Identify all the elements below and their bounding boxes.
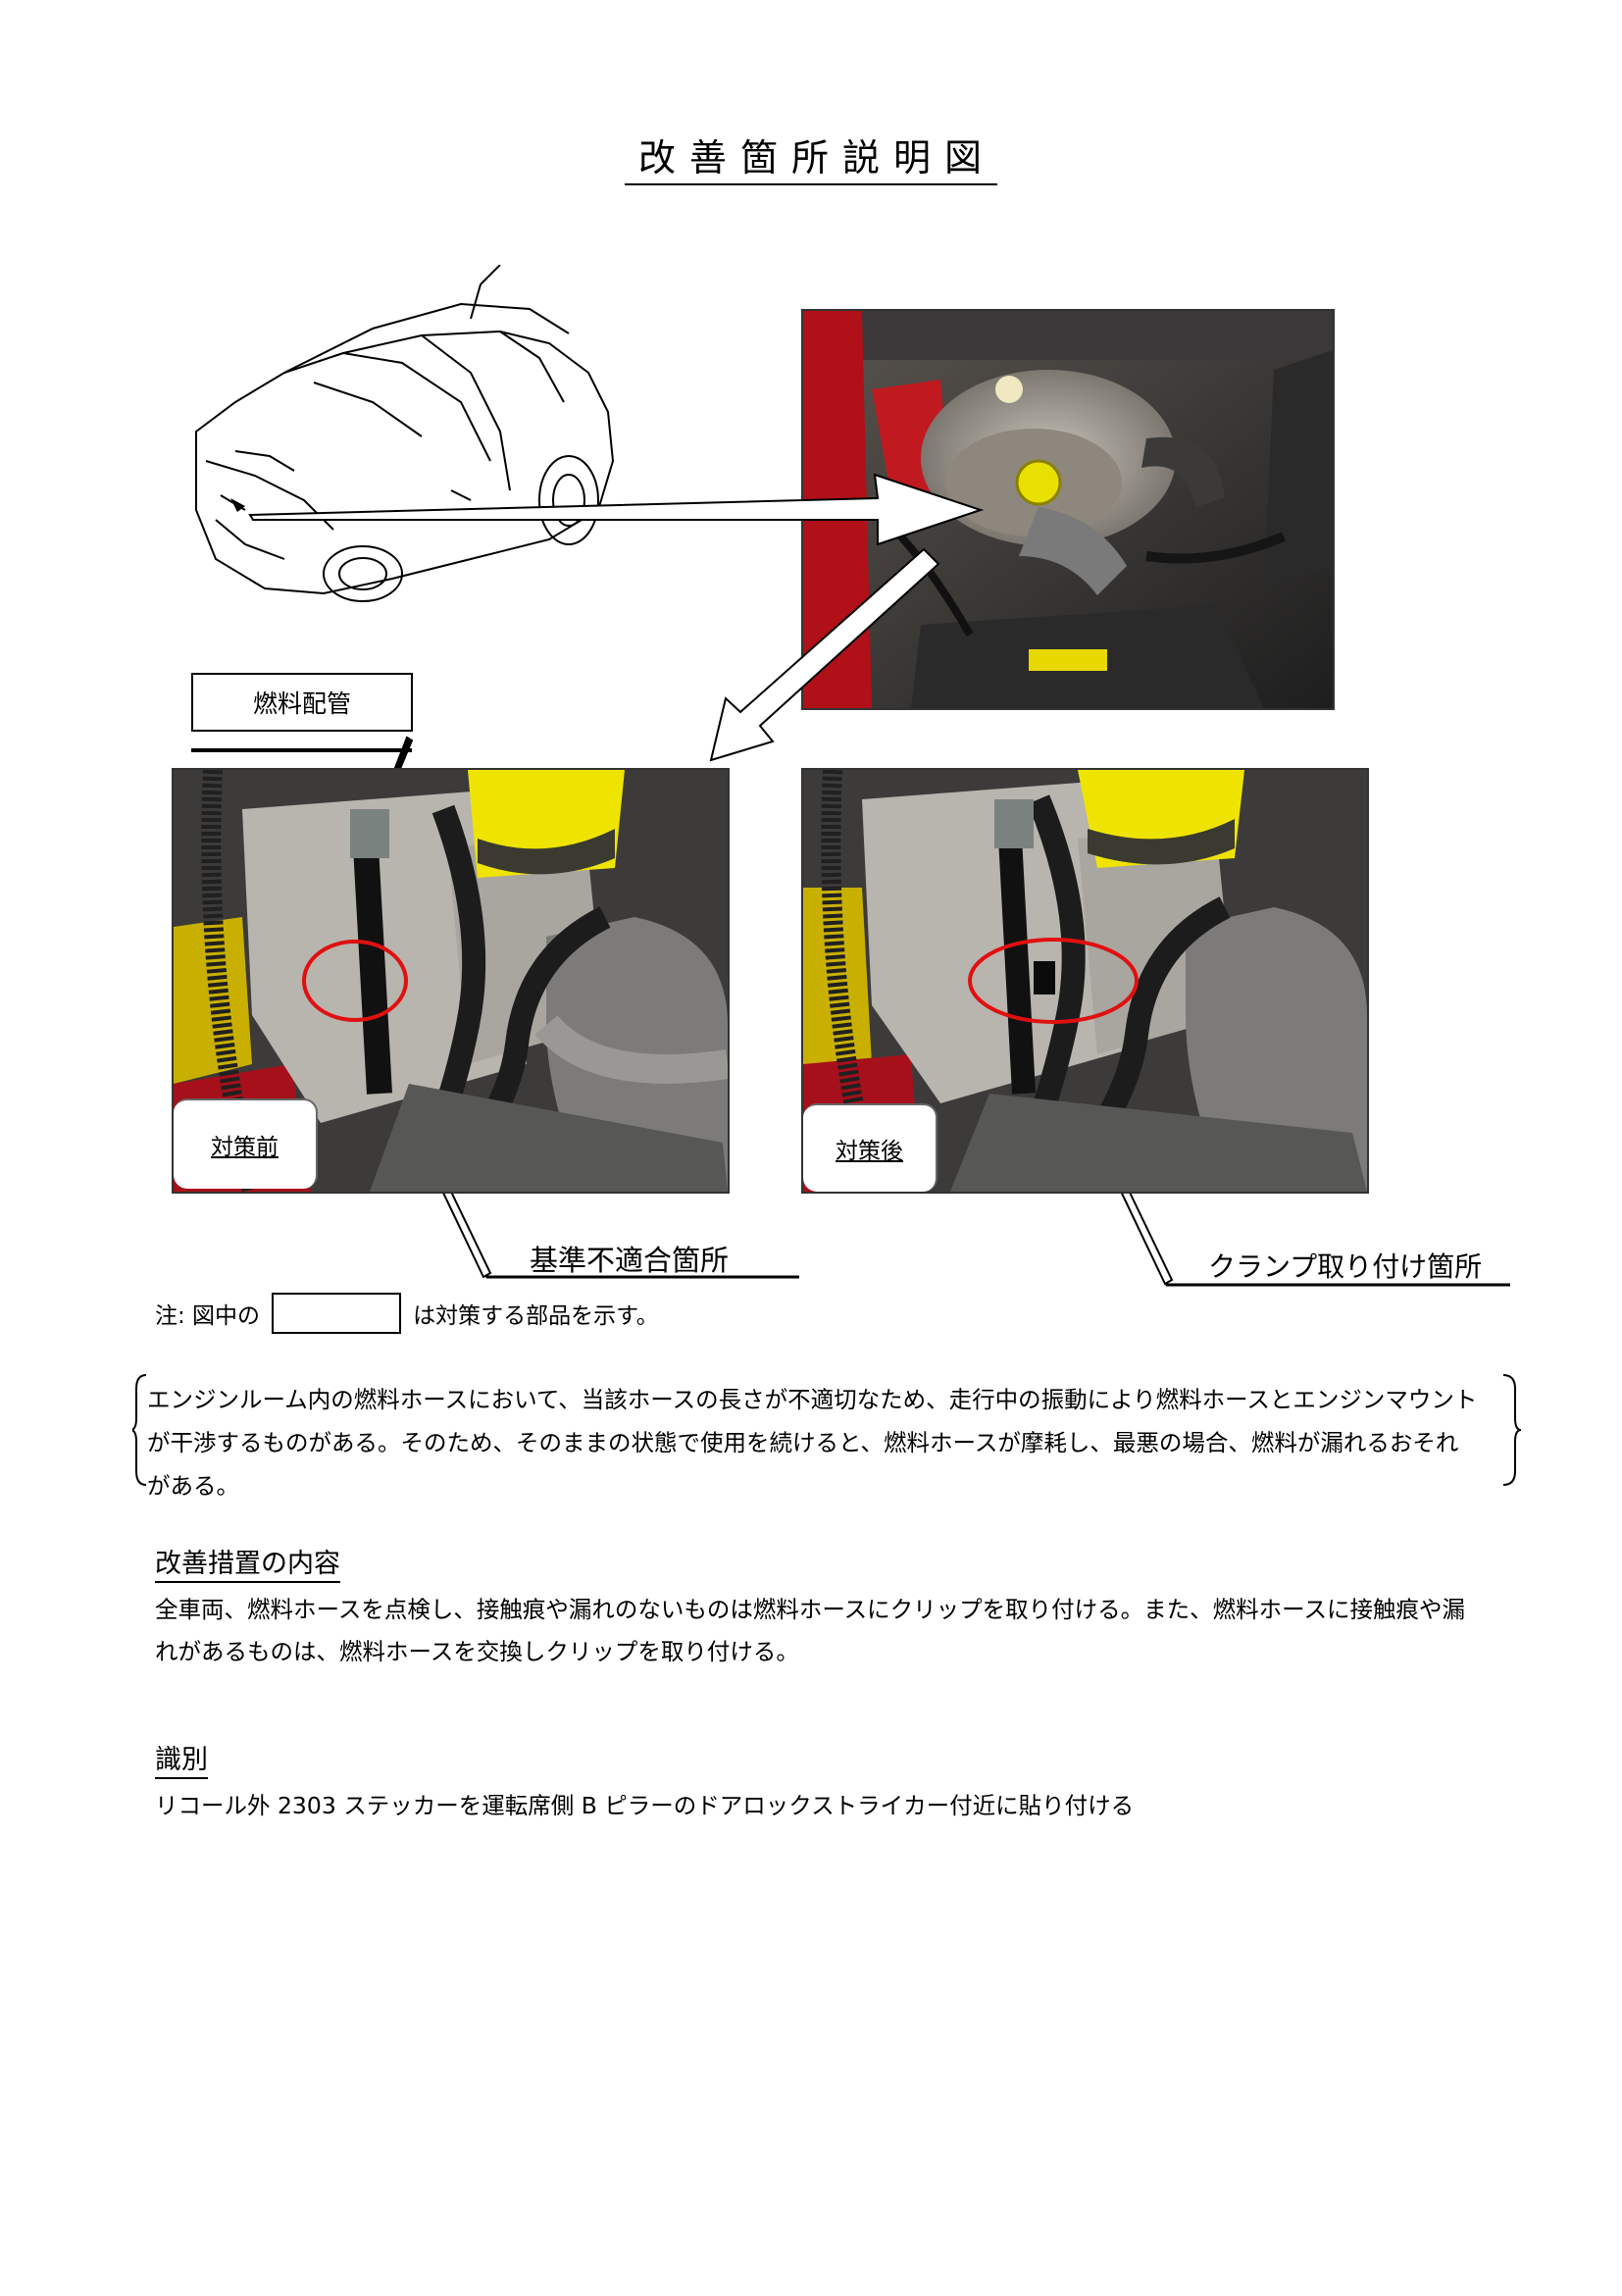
description-brackets — [132, 1374, 1522, 1486]
after-label: 対策後 — [836, 1139, 903, 1164]
fuel-line-label: 燃料配管 — [252, 689, 351, 718]
identification-heading: 識別 — [155, 1738, 208, 1779]
before-badge: 対策前 — [174, 1098, 318, 1189]
callout-clamp: クランプ取り付け箇所 — [1208, 1250, 1483, 1283]
fuel-line-label-box: 燃料配管 — [191, 673, 413, 732]
defect-description: エンジンルーム内の燃料ホースにおいて、当該ホースの長さが不適切なため、走行中の振… — [147, 1386, 1478, 1500]
before-photo: 対策前 — [172, 768, 730, 1194]
page-title: 改善箇所説明図 — [0, 128, 1622, 185]
car-illustration — [195, 265, 615, 602]
remedy-heading: 改善措置の内容 — [155, 1542, 340, 1583]
after-badge: 対策後 — [803, 1103, 938, 1192]
remedy-section: 改善措置の内容 全車両、燃料ホースを点検し、接触痕や漏れのないものは燃料ホースに… — [155, 1542, 1469, 1673]
after-photo: 対策後 — [801, 768, 1369, 1194]
note-suffix: は対策する部品を示す。 — [413, 1303, 659, 1329]
note-legend-box — [272, 1293, 402, 1334]
identification-text: リコール外 2303 ステッカーを運転席側 B ピラーのドアロックストライカー付… — [155, 1792, 1135, 1819]
before-label: 対策前 — [211, 1135, 279, 1160]
identification-section: 識別 リコール外 2303 ステッカーを運転席側 B ピラーのドアロックストライ… — [155, 1738, 1469, 1827]
note-prefix: 注: 図中の — [155, 1303, 261, 1329]
callout-nonconforming: 基準不適合箇所 — [530, 1244, 730, 1277]
note-row: 注: 図中の は対策する部品を示す。 — [155, 1293, 659, 1334]
remedy-text: 全車両、燃料ホースを点検し、接触痕や漏れのないものは燃料ホースにクリップを取り付… — [155, 1596, 1465, 1665]
